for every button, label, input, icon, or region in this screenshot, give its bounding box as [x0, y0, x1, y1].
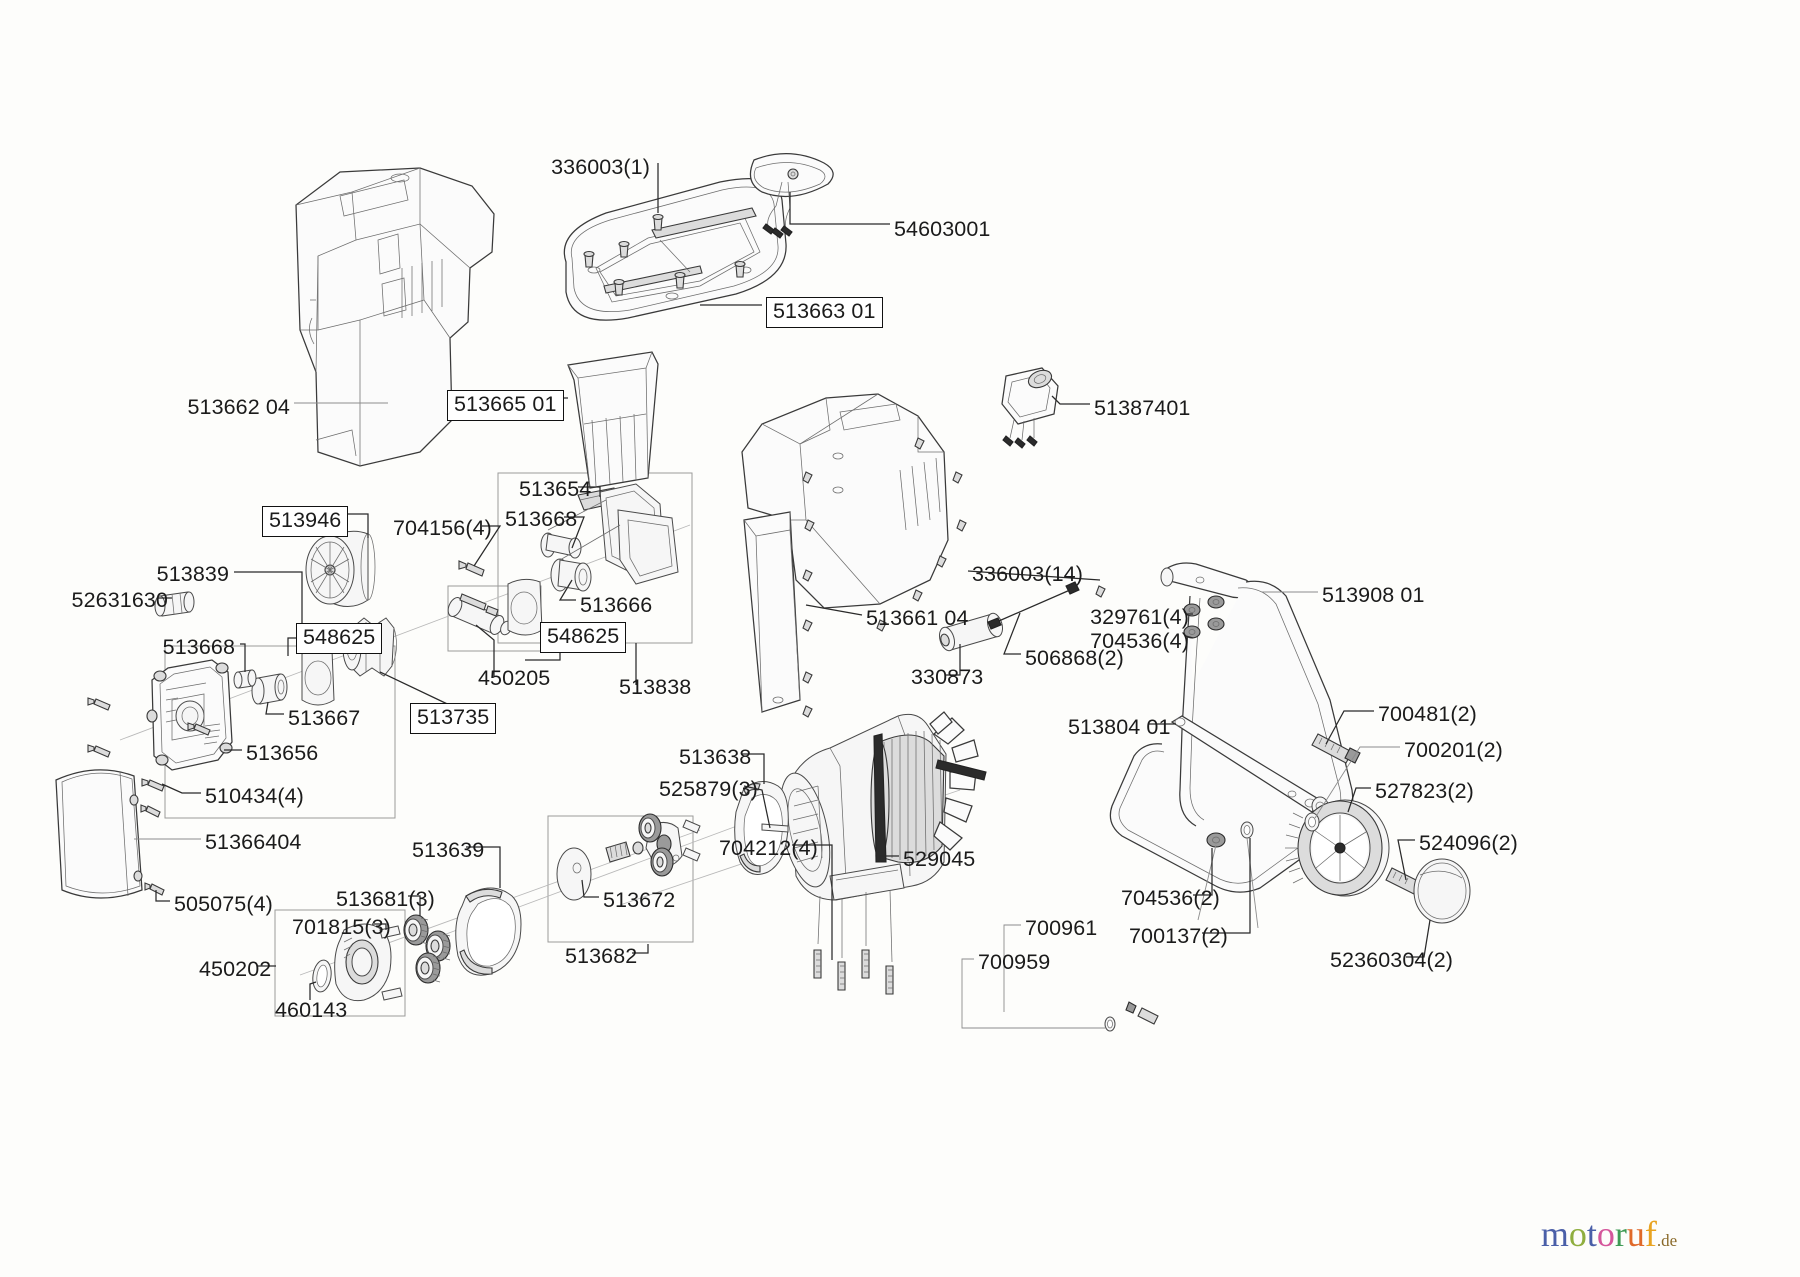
part-label-l17: 704536(4) — [1090, 629, 1189, 653]
part-513665-01-hopper — [567, 351, 659, 489]
part-450205-tube — [447, 593, 512, 636]
part-label-l48: 513682 — [565, 944, 638, 968]
leader-lines — [134, 163, 1431, 1029]
part-label-l13: 513666 — [580, 593, 653, 617]
part-label-l04: 513662 04 — [187, 395, 290, 419]
motoruf-watermark: motoruf.de — [1541, 1216, 1677, 1252]
part-51387401-switch — [1001, 367, 1059, 449]
watermark-suffix: .de — [1656, 1231, 1678, 1250]
hardware-704536-700137-lower — [1197, 821, 1259, 929]
part-label-l25: 513838 — [619, 675, 692, 699]
part-label-l27: 513735 — [410, 703, 497, 734]
part-513656-cover — [146, 659, 233, 771]
part-513667-bush — [251, 673, 288, 705]
part-label-l41: 529045 — [903, 847, 976, 871]
part-label-l09: 513668 — [505, 507, 578, 531]
part-513662-04-housing — [295, 167, 495, 467]
motor-fan-blades — [929, 711, 979, 851]
part-label-l51: 52360304(2) — [1330, 948, 1454, 972]
part-513639-ring — [455, 887, 522, 976]
part-label-l37: 524096(2) — [1419, 831, 1518, 855]
part-label-l20: 548625 — [540, 622, 627, 653]
part-label-l49: 450202 — [199, 957, 272, 981]
part-label-l38: 513639 — [412, 838, 485, 862]
group-boxes — [164, 472, 694, 1017]
part-label-l08: 513946 — [262, 506, 349, 537]
part-548625-seal-left — [301, 647, 335, 706]
part-label-l33: 525879(3) — [659, 777, 758, 801]
part-label-l45: 701815(3) — [292, 915, 391, 939]
part-513663-01-lid — [563, 177, 787, 321]
part-527823-wheel — [1285, 799, 1390, 897]
watermark-letter-3: o — [1596, 1214, 1615, 1254]
part-label-l10: 704156(4) — [393, 516, 492, 540]
part-513946-rotor — [305, 530, 376, 607]
part-label-l40: 704212(4) — [719, 836, 818, 860]
part-label-l47: 700137(2) — [1129, 924, 1228, 948]
part-label-l35: 527823(2) — [1375, 779, 1474, 803]
watermark-letter-2: t — [1586, 1214, 1597, 1254]
part-513681-bearings — [403, 914, 451, 984]
part-label-l12: 52631630 — [71, 588, 168, 612]
part-label-l21: 513661 04 — [866, 606, 969, 630]
part-336003-screws-lid — [583, 213, 746, 296]
part-336003-14-screws — [1095, 585, 1106, 598]
part-label-l39: 513672 — [603, 888, 676, 912]
part-label-l42: 513681(3) — [336, 887, 435, 911]
part-52360304-hubcap — [1413, 858, 1471, 924]
watermark-letter-6: f — [1644, 1214, 1657, 1254]
part-label-l31: 700201(2) — [1404, 738, 1503, 762]
part-label-l34: 510434(4) — [205, 784, 304, 808]
part-label-l14: 336003(14) — [972, 562, 1083, 586]
part-label-l06: 51387401 — [1094, 396, 1191, 420]
part-700481-axle-bolt — [1311, 733, 1361, 764]
part-510434-screws — [87, 697, 211, 792]
watermark-letter-0: m — [1540, 1214, 1569, 1254]
part-label-l19: 548625 — [296, 623, 383, 654]
part-505075-screws — [140, 804, 165, 896]
part-label-l30: 513656 — [246, 741, 319, 765]
watermark-letter-1: o — [1568, 1214, 1587, 1254]
watermark-letter-4: r — [1614, 1214, 1627, 1254]
part-label-l26: 330873 — [911, 665, 984, 689]
part-524096-bolt — [1385, 867, 1433, 899]
part-label-l23: 513667 — [288, 706, 361, 730]
part-label-l11: 513839 — [156, 562, 229, 586]
part-label-l46: 700961 — [1025, 916, 1098, 940]
part-label-l50: 700959 — [978, 950, 1051, 974]
part-label-l52: 460143 — [275, 998, 348, 1022]
part-513668-bush-left — [233, 669, 257, 689]
part-51366404-side-cover — [55, 769, 143, 899]
part-label-l03: 513663 01 — [766, 297, 883, 328]
part-label-l44: 505075(4) — [174, 892, 273, 916]
part-label-l24: 450205 — [478, 666, 551, 690]
watermark-letter-5: u — [1626, 1214, 1645, 1254]
part-label-l07: 513654 — [519, 477, 592, 501]
part-label-l43: 704536(2) — [1121, 886, 1220, 910]
part-label-l22: 506868(2) — [1025, 646, 1124, 670]
hardware-329761-704536 — [1183, 595, 1225, 639]
part-label-l15: 513908 01 — [1322, 583, 1425, 607]
part-label-l05: 513665 01 — [447, 390, 564, 421]
hardware-700959-700961 — [1104, 1001, 1159, 1032]
part-54603001-blade — [749, 153, 834, 239]
part-label-l01: 336003(1) — [551, 155, 650, 179]
part-506868-cable — [987, 581, 1080, 630]
part-label-l29: 700481(2) — [1378, 702, 1477, 726]
part-label-l36: 51366404 — [205, 830, 302, 854]
part-label-l28: 513804 01 — [1068, 715, 1171, 739]
part-label-l18: 513668 — [162, 635, 235, 659]
part-label-l32: 513638 — [679, 745, 752, 769]
part-label-l16: 329761(4) — [1090, 605, 1189, 629]
part-label-l02: 54603001 — [894, 217, 991, 241]
